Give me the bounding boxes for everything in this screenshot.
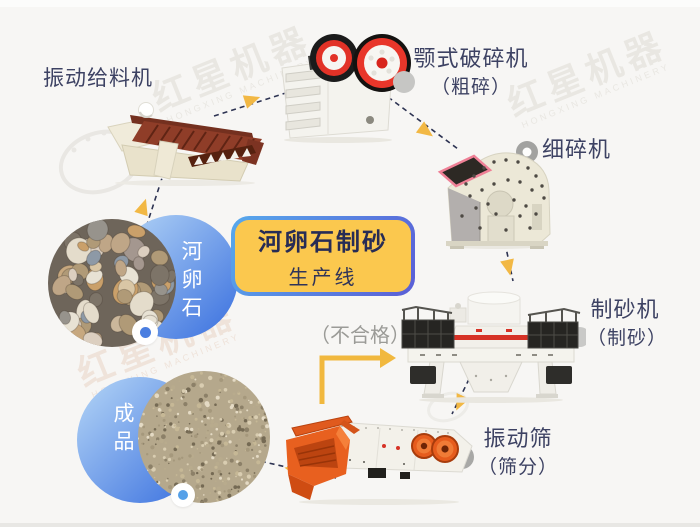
arrowhead-right-icon (242, 95, 261, 109)
top-edge-strip (0, 0, 700, 7)
pebbles-photo (48, 219, 176, 347)
jaw-crusher-label-group: 颚式破碎机 （粗碎） (411, 46, 531, 100)
diagram-subtitle: 生产线 (288, 267, 358, 289)
screen-label-group: 振动筛 （筛分） (477, 426, 559, 480)
feeder-label: 振动给料机 (43, 67, 153, 90)
bottom-edge-strip (0, 523, 700, 527)
screen-sublabel: （筛分） (477, 457, 558, 479)
sand-maker-label-group: 制砂机 （制砂） (587, 297, 668, 351)
arrowhead-up-icon (134, 198, 148, 217)
reject-return-arrow (319, 348, 396, 404)
red-stripe (451, 335, 537, 340)
sand-maker-label: 制砂机 (590, 297, 660, 322)
screen-label: 振动筛 (483, 426, 553, 451)
arrowhead-right-icon (380, 348, 396, 368)
diagram-title: 河卵石制砂 (258, 229, 388, 256)
fine-crusher-label: 细碎机 (542, 137, 612, 162)
arrowhead-downright-icon (415, 121, 433, 137)
flow-line-sandmaker-to-screen (451, 370, 474, 415)
mesh-panel-icon (527, 321, 579, 349)
decor-dot-icon (393, 71, 415, 93)
flow-line-jaw-to-fine (387, 96, 459, 150)
vibrator-wheel-icon (411, 433, 437, 459)
vibrating-screen-machine (286, 415, 474, 505)
finished-product-label: 成品 (111, 402, 134, 458)
flow-line-feeder-to-jaw (213, 90, 293, 117)
jaw-crusher-sublabel: （粗碎） (430, 77, 511, 99)
jaw-crusher-label: 颚式破碎机 (413, 46, 529, 71)
feed-chute-icon (437, 154, 493, 188)
arrowhead-down-icon (500, 258, 514, 276)
reject-note: （不合格） (310, 325, 410, 347)
sand-maker-machine (401, 291, 586, 403)
mesh-panel-icon (401, 319, 455, 349)
sand-photo (138, 371, 270, 503)
raw-material-label: 河卵石 (179, 240, 202, 324)
flywheel-icon (353, 34, 411, 92)
dot-badge-icon (171, 483, 195, 507)
jaw-crusher-machine (281, 34, 415, 143)
flywheel-icon (310, 34, 358, 82)
sand-maker-sublabel: （制砂） (587, 328, 668, 350)
dot-badge-icon (132, 319, 158, 345)
fine-crusher-machine (437, 152, 551, 249)
vibrating-feeder-machine (107, 102, 264, 186)
title-box: 河卵石制砂 生产线 (231, 216, 415, 296)
vibrator-wheel-icon (431, 435, 459, 463)
